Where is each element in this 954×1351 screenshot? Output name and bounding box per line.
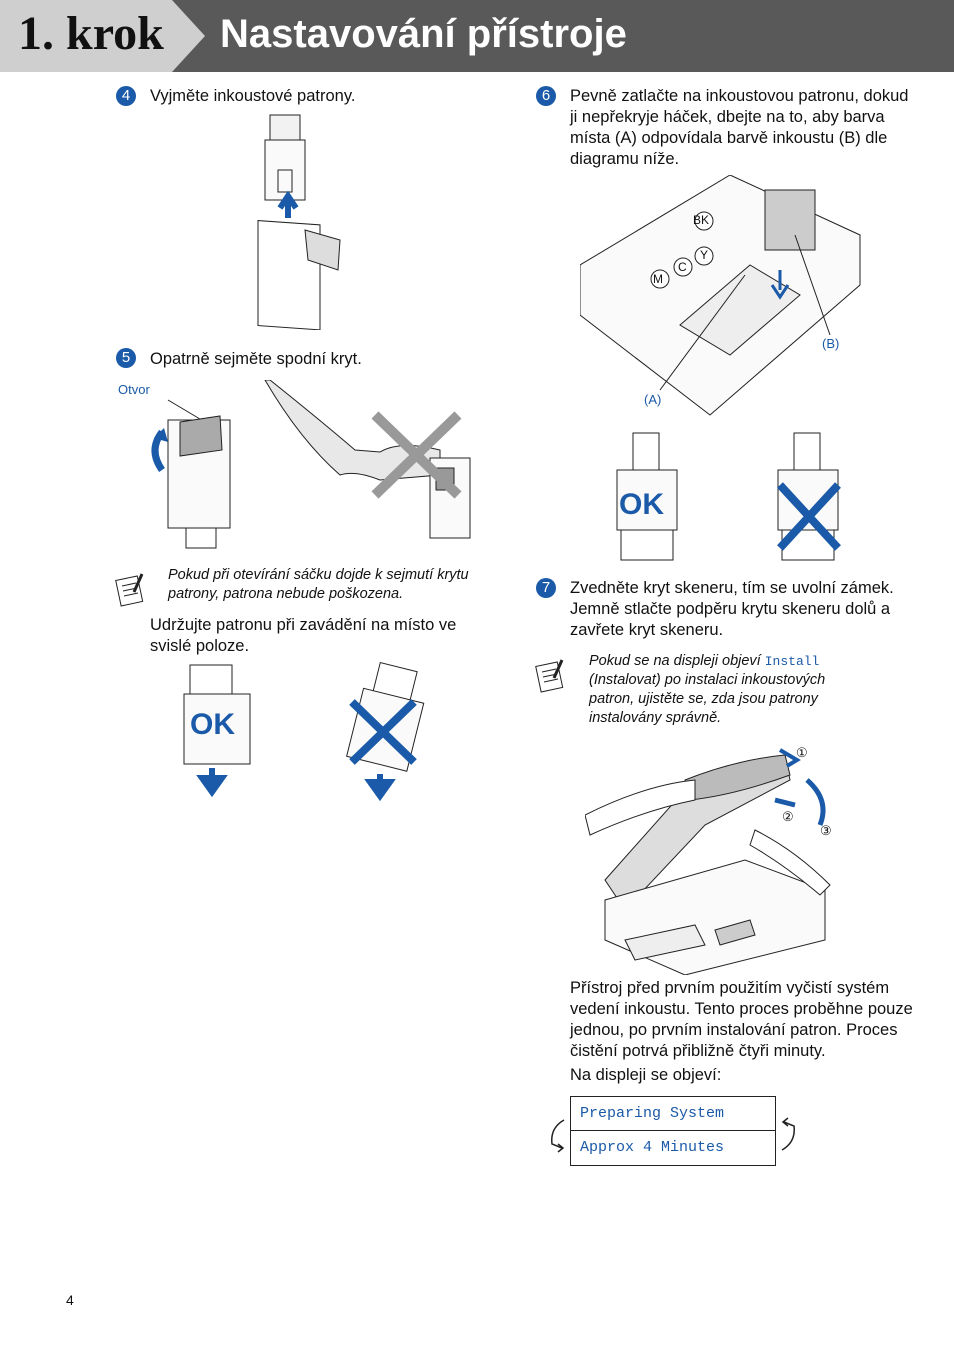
step-4-number: 4	[116, 86, 136, 106]
mark-3: ③	[820, 823, 832, 838]
mark-2: ②	[782, 809, 794, 824]
remove-cover-illustration	[151, 380, 471, 549]
cartridge-bag-illustration	[257, 114, 341, 330]
slot-wrong-illustration	[777, 432, 841, 561]
cycle-arrow-left-icon	[551, 1119, 565, 1153]
display-intro: Na displeji se objeví:	[570, 1066, 722, 1084]
note-pencil-icon	[115, 573, 144, 607]
step-5-text: Opatrně sejměte spodní kryt.	[150, 350, 362, 368]
cartridge-tilted-illustration	[346, 662, 425, 802]
mark-1: ①	[796, 745, 808, 760]
step-5-number: 5	[116, 348, 136, 368]
ok-mark-left: OK	[190, 708, 235, 741]
lcd-line-1: Preparing System	[580, 1105, 725, 1122]
step-6-number: 6	[536, 86, 556, 106]
cartridge-ok-illustration: OK	[183, 664, 251, 797]
step-7-note: Pokud se na displeji objeví Install (Ins…	[589, 653, 826, 726]
label-y: Y	[700, 248, 709, 262]
page-header: 1. krok Nastavování přístroje	[0, 0, 954, 72]
otvor-label: Otvor	[118, 382, 150, 397]
install-display-text: Install	[764, 654, 820, 669]
note-pencil-icon-2	[535, 659, 564, 693]
step-7-number: 7	[536, 578, 556, 598]
ok-mark-right: OK	[619, 488, 664, 521]
label-bk: BK	[693, 213, 710, 227]
step-6-text: Pevně zatlačte na inkoustovou patronu, d…	[570, 87, 909, 168]
scanner-cover-illustration	[585, 748, 831, 975]
ink-slot-diagram	[580, 175, 861, 416]
page-title: Nastavování přístroje	[220, 12, 627, 56]
step-tab: 1. krok	[0, 0, 205, 72]
label-b: (B)	[822, 336, 840, 351]
step-4-text: Vyjměte inkoustové patrony.	[150, 87, 356, 105]
page-number: 4	[66, 1292, 74, 1308]
label-m: M	[653, 272, 663, 286]
lcd-display: Preparing System Approx 4 Minutes	[570, 1096, 776, 1166]
label-a: (A)	[644, 392, 662, 407]
cleaning-paragraph: Přístroj před prvním použitím vyčistí sy…	[570, 979, 913, 1060]
vertical-instruction: Udržujte patronu při zavádění na místo v…	[150, 616, 457, 655]
step-label: 1. krok	[18, 7, 164, 60]
step-5-note: Pokud při otevírání sáčku dojde k sejmut…	[168, 567, 469, 602]
label-c: C	[678, 260, 687, 274]
slot-ok-illustration: OK	[616, 432, 678, 561]
step-7-text: Zvedněte kryt skeneru, tím se uvolní zám…	[570, 579, 894, 639]
cycle-arrow-right-icon	[781, 1117, 795, 1151]
lcd-line-2: Approx 4 Minutes	[571, 1130, 775, 1164]
